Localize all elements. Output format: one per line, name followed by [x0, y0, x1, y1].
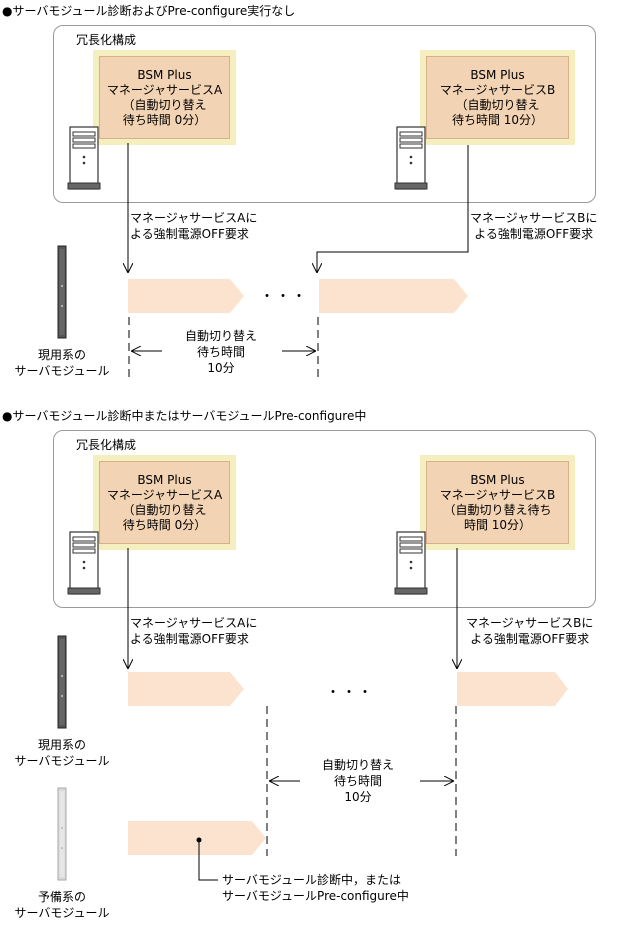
manager-b-line2: マネージャサービスB: [439, 487, 556, 502]
active-module-line2: サーバモジュール: [14, 754, 110, 768]
manager-b-line1: BSM Plus: [470, 67, 525, 82]
scenario2-ellipsis: ・・・: [326, 685, 374, 701]
request-b-line2: よる強制電源OFF要求: [470, 632, 590, 646]
diag-note-line1: サーバモジュール診断中，または: [222, 873, 402, 887]
manager-b-line4: 時間 10分）: [463, 517, 532, 532]
manager-a-line2: マネージャサービスA: [106, 487, 223, 502]
active-module-line2: サーバモジュール: [14, 364, 110, 378]
scenario2-state-b-label: 強制電源OFF中: [465, 683, 549, 697]
request-a-line1: マネージャサービスAに: [130, 211, 258, 225]
wait-line3: 10分: [207, 361, 235, 375]
scenario2-wait-label: 自動切り替え 待ち時間 10分: [303, 757, 413, 805]
scenario1-heading: ●サーバモジュール診断およびPre-configure実行なし: [2, 4, 296, 18]
manager-a-line2: マネージャサービスA: [106, 82, 223, 97]
standby-module-line2: サーバモジュール: [14, 906, 110, 920]
manager-b-line2: マネージャサービスB: [439, 82, 556, 97]
manager-b-line4: 待ち時間 10分）: [451, 112, 544, 127]
scenario2-active-module-label: 現用系の サーバモジュール: [2, 737, 122, 769]
request-a-line1: マネージャサービスAに: [130, 616, 258, 630]
scenario2-redundant-group: [53, 430, 596, 608]
scenario2-standby-module-label: 予備系の サーバモジュール: [2, 889, 122, 921]
request-a-line2: よる強制電源OFF要求: [130, 632, 249, 646]
manager-a-line4: 待ち時間 0分）: [122, 112, 207, 127]
request-a-line2: よる強制電源OFF要求: [130, 227, 249, 241]
scenario2-heading: ●サーバモジュール診断中またはサーバモジュールPre-configure中: [2, 409, 367, 423]
scenario2-standby-blade-icon: [57, 787, 67, 881]
standby-module-line1: 予備系の: [37, 890, 86, 904]
request-b-line2: よる強制電源OFF要求: [474, 227, 594, 241]
scenario1-ellipsis: ・・・: [260, 289, 308, 305]
scenario2-diag-note-pointer-dot: [196, 837, 202, 843]
scenario2-state-a-label: 強制電源OFF中: [137, 683, 221, 697]
scenario1-state-b-label: 強制電源OFF中: [347, 292, 431, 306]
scenario1-request-a: マネージャサービスAに よる強制電源OFF要求: [130, 210, 257, 242]
wait-line3: 10分: [344, 790, 372, 804]
manager-a-line3: （自動切り替え: [122, 502, 207, 517]
scenario2-diag-note: サーバモジュール診断中，または サーバモジュールPre-configure中: [222, 872, 409, 904]
wait-line2: 待ち時間: [333, 774, 382, 788]
scenario1-request-b: マネージャサービスBに よる強制電源OFF要求: [470, 210, 597, 242]
manager-b-line1: BSM Plus: [470, 472, 525, 487]
manager-a-line3: （自動切り替え: [122, 97, 207, 112]
manager-a-line1: BSM Plus: [137, 472, 192, 487]
wait-line1: 自動切り替え: [184, 329, 257, 343]
manager-a-line1: BSM Plus: [137, 67, 192, 82]
active-module-line1: 現用系の: [37, 738, 86, 752]
wait-line2: 待ち時間: [196, 345, 245, 359]
scenario1-group-label: 冗長化構成: [76, 33, 137, 47]
manager-a-line4: 待ち時間 0分）: [122, 517, 207, 532]
diag-note-line2: サーバモジュールPre-configure中: [222, 889, 409, 903]
wait-line1: 自動切り替え: [321, 758, 394, 772]
scenario2-manager-b: BSM Plus マネージャサービスB （自動切り替え待ち 時間 10分）: [426, 461, 569, 544]
active-module-line1: 現用系の: [37, 348, 86, 362]
scenario2-standby-state-arrow: [128, 821, 266, 855]
request-b-line1: マネージャサービスBに: [466, 616, 594, 630]
scenario1-state-a-label: 強制電源OFF中: [137, 292, 221, 306]
scenario2-request-a: マネージャサービスAに よる強制電源OFF要求: [130, 615, 257, 647]
scenario2-request-b: マネージャサービスBに よる強制電源OFF要求: [466, 615, 593, 647]
scenario2-manager-a: BSM Plus マネージャサービスA （自動切り替え 待ち時間 0分）: [99, 461, 230, 544]
scenario1-manager-a: BSM Plus マネージャサービスA （自動切り替え 待ち時間 0分）: [99, 56, 230, 139]
scenario2-active-blade-icon: [57, 635, 67, 729]
scenario2-diag-note-leader: [198, 840, 218, 881]
manager-b-line3: （自動切り替え待ち: [443, 502, 552, 517]
manager-b-line3: （自動切り替え: [455, 97, 540, 112]
scenario1-wait-label: 自動切り替え 待ち時間 10分: [166, 328, 276, 376]
scenario2-group-label: 冗長化構成: [76, 438, 137, 452]
scenario1-active-module-label: 現用系の サーバモジュール: [2, 347, 122, 379]
scenario1-manager-b: BSM Plus マネージャサービスB （自動切り替え 待ち時間 10分）: [426, 56, 569, 139]
request-b-line1: マネージャサービスBに: [470, 211, 598, 225]
scenario1-active-blade-icon: [57, 245, 67, 339]
